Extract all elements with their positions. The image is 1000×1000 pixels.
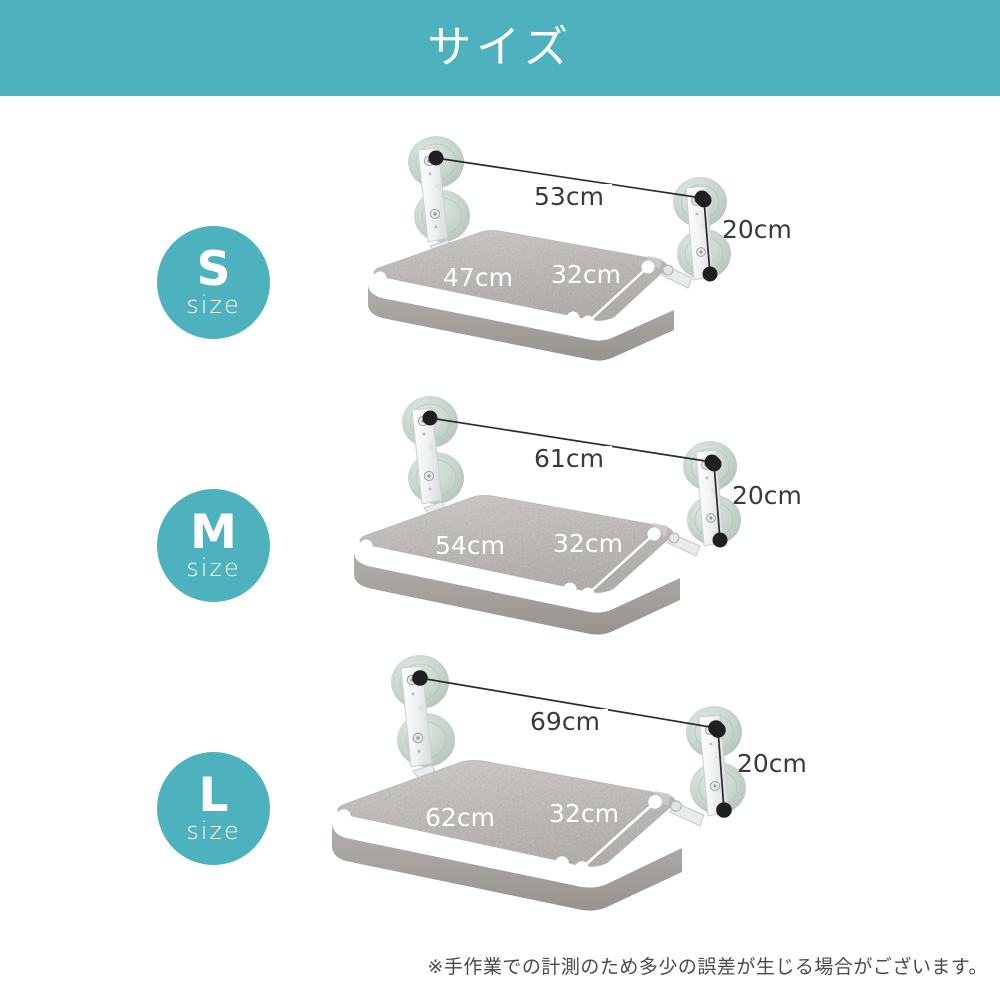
shelf-platform bbox=[332, 759, 682, 911]
dimension-overall-width-s: 53cm bbox=[428, 150, 710, 211]
dimension-platform-width-m: 54cm bbox=[359, 531, 577, 596]
dimension-bracket-height-l: 20cm bbox=[710, 722, 807, 818]
badge-sublabel: size bbox=[186, 291, 241, 320]
size-row-s: S size bbox=[0, 110, 1000, 375]
bracket-right bbox=[661, 177, 731, 289]
dim-platform-width-label: 62cm bbox=[425, 803, 495, 832]
product-illustration-l: 69cm 20cm 62cm bbox=[300, 646, 870, 918]
header-banner: サイズ bbox=[0, 0, 1000, 96]
dimension-platform-depth-m: 32cm bbox=[553, 527, 661, 601]
bracket-left bbox=[408, 136, 470, 262]
dim-platform-depth-label: 32cm bbox=[551, 260, 621, 289]
bracket-right bbox=[667, 441, 741, 557]
dimension-platform-depth-l: 32cm bbox=[549, 795, 662, 875]
dimension-bracket-height-s: 20cm bbox=[696, 192, 792, 282]
dim-bracket-height-label: 20cm bbox=[732, 481, 802, 510]
shelf-platform bbox=[354, 494, 680, 635]
bracket-right bbox=[669, 706, 746, 827]
dimension-overall-width-m: 61cm bbox=[422, 410, 720, 473]
size-row-m: M size bbox=[0, 376, 1000, 642]
page-title: サイズ bbox=[427, 22, 573, 73]
shelf-platform bbox=[368, 229, 674, 361]
dim-platform-width-label: 54cm bbox=[435, 531, 505, 560]
dimension-platform-width-l: 62cm bbox=[337, 803, 569, 870]
badge-sublabel: size bbox=[186, 554, 241, 583]
dim-overall-width-label: 61cm bbox=[534, 444, 604, 473]
dim-overall-width-label: 69cm bbox=[530, 707, 600, 736]
product-illustration-m: 61cm 20cm 54cm bbox=[318, 388, 863, 644]
size-row-l: L size bbox=[0, 642, 1000, 928]
dimension-platform-width-s: 47cm bbox=[373, 263, 580, 325]
dimension-bracket-height-m: 20cm bbox=[706, 456, 802, 548]
badge-letter: L bbox=[198, 767, 229, 823]
dim-platform-depth-label: 32cm bbox=[553, 529, 623, 558]
dim-platform-width-label: 47cm bbox=[443, 263, 513, 292]
size-badge-m: M size bbox=[157, 489, 270, 602]
dimension-platform-depth-s: 32cm bbox=[551, 260, 655, 329]
dim-overall-width-label: 53cm bbox=[534, 182, 604, 211]
dimension-overall-width-l: 69cm bbox=[412, 670, 724, 736]
badge-sublabel: size bbox=[186, 817, 241, 846]
badge-letter: S bbox=[196, 241, 231, 297]
dim-bracket-height-label: 20cm bbox=[722, 215, 792, 244]
dim-platform-depth-label: 32cm bbox=[549, 799, 619, 828]
measurement-disclaimer: ※手作業での計測のため多少の誤差が生じる場合がございます。 bbox=[427, 956, 988, 978]
size-badge-l: L size bbox=[157, 752, 270, 865]
size-badge-s: S size bbox=[157, 226, 270, 339]
dim-bracket-height-label: 20cm bbox=[737, 749, 807, 778]
product-illustration-s: 53cm 20cm 47cm bbox=[330, 128, 850, 373]
badge-letter: M bbox=[190, 504, 237, 560]
